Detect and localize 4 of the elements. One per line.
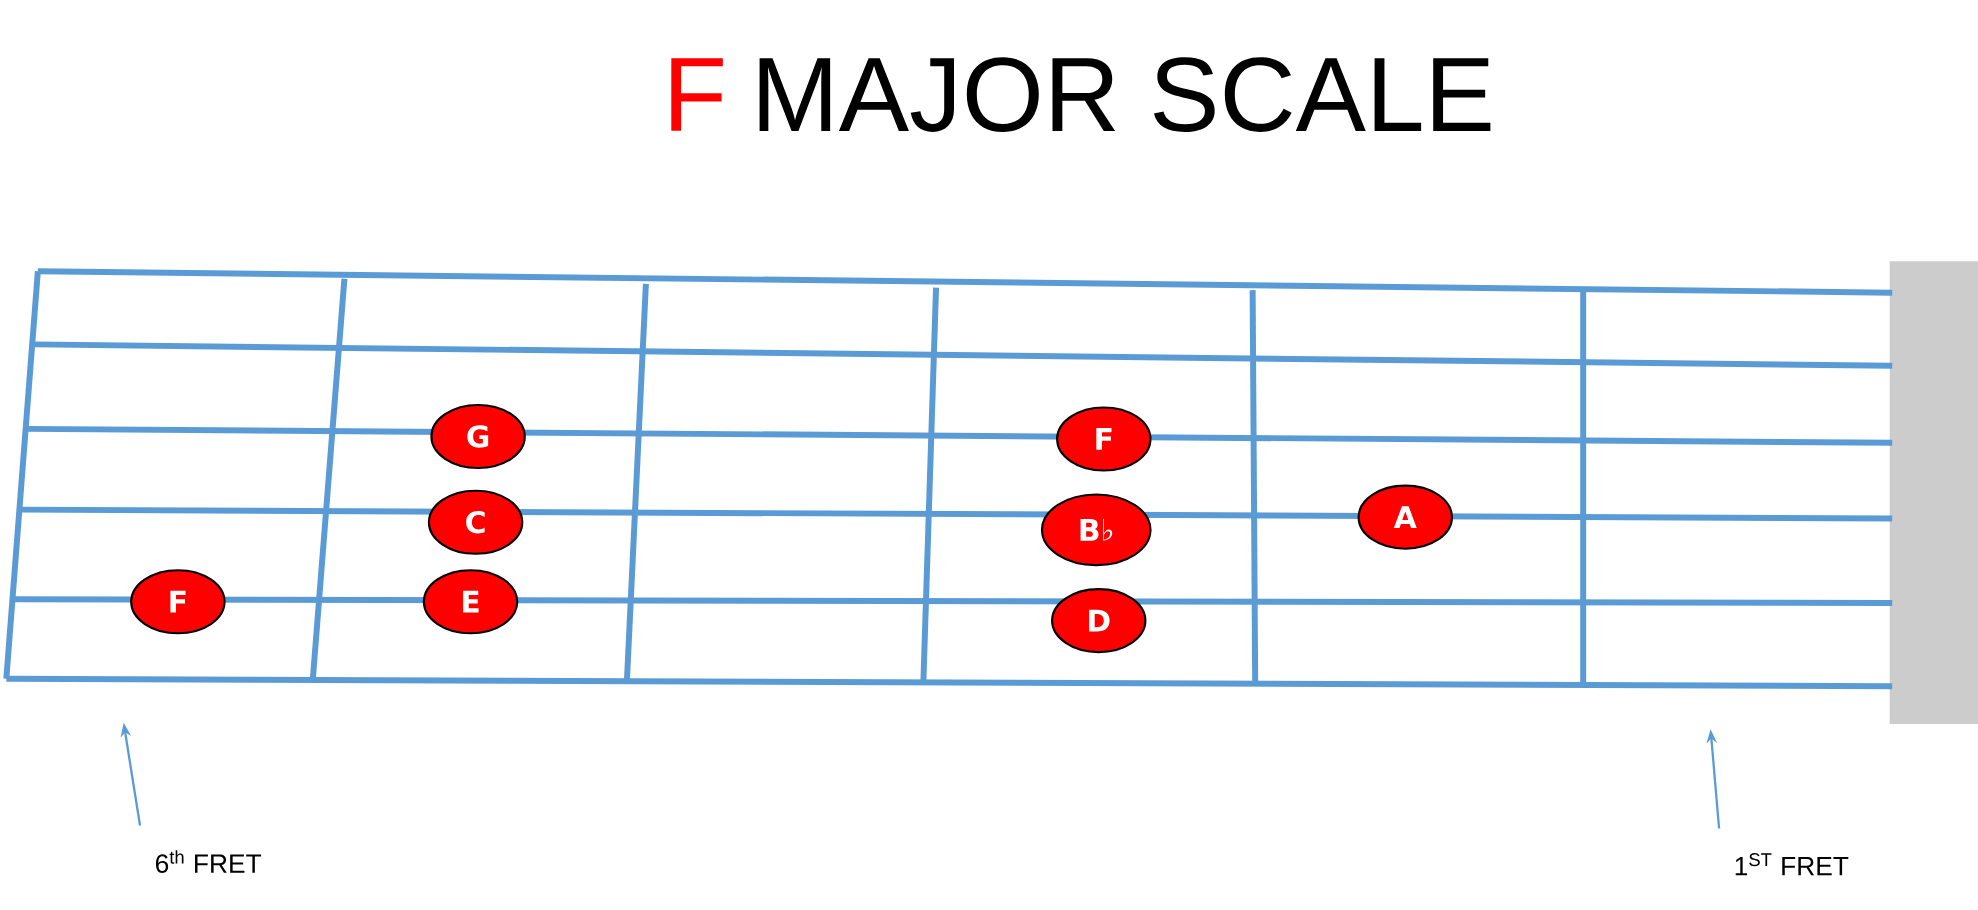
title-letter: F bbox=[671, 58, 723, 132]
fret-label: 1$^{ST}$ FRET bbox=[1735, 853, 1849, 876]
fret-label: 6$^{th}$ FRET bbox=[156, 850, 262, 874]
title: MAJOR SCALE bbox=[759, 57, 1491, 133]
